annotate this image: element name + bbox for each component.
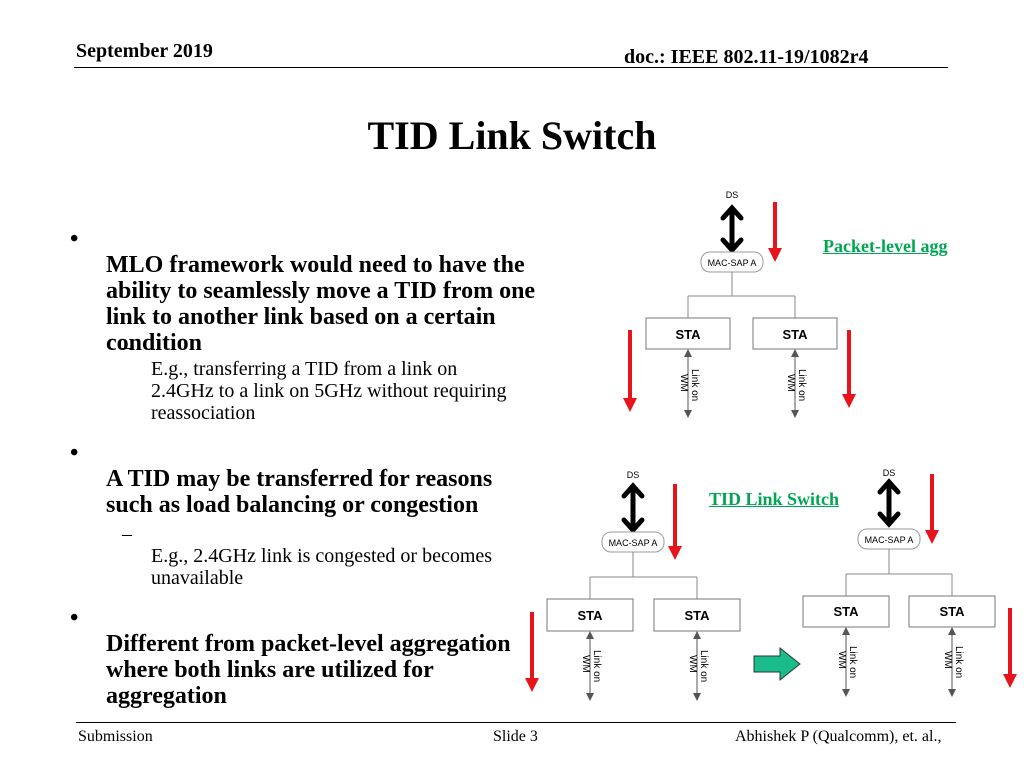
sta-label-3b: STA — [939, 604, 965, 619]
footer-divider — [76, 722, 956, 723]
sta-box-2b — [653, 598, 741, 632]
sub-bullet-1-marker: – — [122, 336, 132, 358]
mac-sap-label-2: MAC-SAP A — [609, 538, 658, 548]
ds-double-arrow-3 — [877, 478, 901, 528]
svg-text:WM: WM — [687, 655, 698, 673]
footer-submission: Submission — [78, 728, 153, 745]
sta-label-2b: STA — [684, 608, 710, 623]
sta-box-3b — [908, 595, 996, 628]
red-arrows-bottom-left — [525, 484, 682, 692]
sub-bullet-1-text: E.g., transferring a TID from a link on … — [151, 358, 507, 424]
ds-label-2: DS — [627, 470, 640, 480]
svg-text:WM: WM — [580, 655, 591, 673]
svg-text:Link on: Link on — [953, 646, 964, 678]
bullet-2-marker: • — [70, 440, 79, 466]
svg-text:WM: WM — [836, 651, 847, 669]
sub-bullet-2: – E.g., 2.4GHz link is congested or beco… — [122, 523, 492, 589]
sub-bullet-2-marker: – — [122, 523, 132, 545]
footer-slide-number: Slide 3 — [493, 728, 538, 745]
bullet-1-marker: • — [70, 226, 79, 252]
bullet-3-marker: • — [70, 605, 79, 631]
bullet-2: • A TID may be transferred for reasons s… — [70, 440, 492, 518]
bullet-3: • Different from packet-level aggregatio… — [70, 605, 511, 709]
mac-sap-label-3: MAC-SAP A — [865, 535, 914, 545]
sta-label-1b: STA — [782, 327, 808, 342]
header-doc-id: doc.: IEEE 802.11-19/1082r4 — [624, 46, 869, 68]
svg-text:Link on: Link on — [591, 650, 602, 682]
mac-sap-label-1: MAC-SAP A — [708, 258, 757, 268]
bullet-3-text: Different from packet-level aggregation … — [106, 631, 511, 709]
bullet-1: • MLO framework would need to have the a… — [70, 226, 535, 356]
svg-text:WM: WM — [942, 651, 953, 669]
sta-label-3a: STA — [833, 604, 859, 619]
svg-text:WM: WM — [785, 374, 796, 392]
svg-text:Link on: Link on — [698, 650, 709, 682]
red-arrows-top — [623, 202, 856, 412]
svg-text:Link on: Link on — [796, 369, 807, 401]
ds-double-arrow-1 — [720, 204, 744, 254]
sta-box-1a — [645, 317, 731, 350]
slide-title: TID Link Switch — [367, 113, 657, 158]
svg-text:Link on: Link on — [847, 646, 858, 678]
footer-author: Abhishek P (Qualcomm), et. al., — [735, 728, 942, 745]
ds-label-3: DS — [883, 468, 896, 478]
sta-label-1a: STA — [675, 327, 701, 342]
sta-box-1b — [752, 317, 838, 350]
sta-label-2a: STA — [577, 608, 603, 623]
sta-box-3a — [802, 595, 890, 628]
sta-box-2a — [546, 598, 634, 632]
svg-text:Link on: Link on — [689, 369, 700, 401]
transition-arrow-icon — [753, 646, 801, 682]
header-date: September 2019 — [76, 40, 213, 62]
sub-bullet-1: – E.g., transferring a TID from a link o… — [122, 336, 507, 424]
sub-bullet-2-text: E.g., 2.4GHz link is congested or become… — [151, 545, 493, 589]
header-divider — [74, 67, 948, 68]
bullet-2-text: A TID may be transferred for reasons suc… — [106, 466, 493, 518]
ds-double-arrow-2 — [621, 482, 645, 534]
bullet-1-text: MLO framework would need to have the abi… — [106, 252, 536, 356]
packet-level-agg-link[interactable]: Packet-level agg — [823, 236, 948, 256]
tid-link-switch-link[interactable]: TID Link Switch — [709, 489, 840, 509]
red-arrows-bottom-right — [925, 474, 1017, 688]
svg-text:WM: WM — [678, 374, 689, 392]
ds-label-1: DS — [726, 190, 739, 200]
